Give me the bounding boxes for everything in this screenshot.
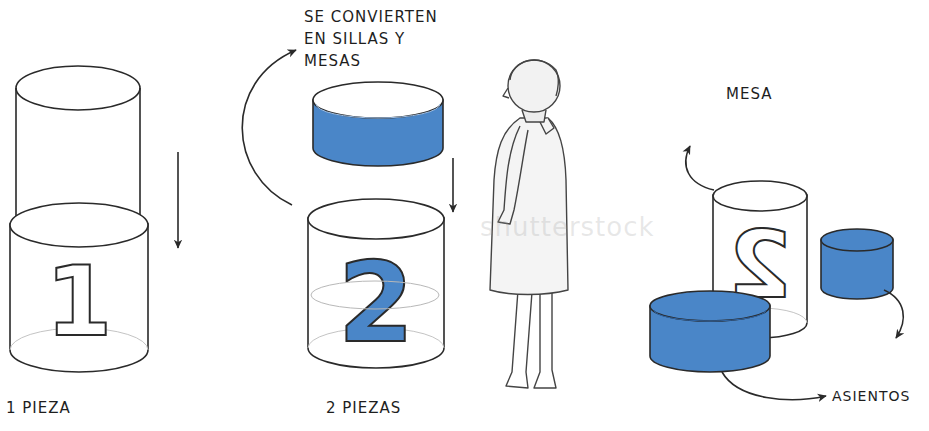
- watermark: shutterstock: [480, 212, 660, 242]
- annotation-label: 2 PIEZAS: [326, 398, 456, 418]
- piece-number: 1: [8, 254, 150, 350]
- leader-arrow: [722, 372, 826, 400]
- cylinder-piece: 1: [8, 202, 150, 374]
- seat-cylinder: [650, 291, 770, 372]
- annotation-label: MESA: [726, 84, 816, 104]
- leader-arrow: [686, 146, 714, 190]
- curved-arrow: [242, 50, 296, 205]
- leader-arrow: [884, 290, 903, 338]
- down-arrow: [452, 158, 454, 212]
- cylinder-piece: 2: [306, 198, 446, 370]
- down-arrow: [177, 152, 179, 248]
- seat-cylinder: [821, 229, 893, 299]
- inner-ring: [311, 281, 439, 309]
- annotation-label: SE CONVIERTEN EN SILLAS Y MESAS: [304, 6, 464, 72]
- piece-number: 2: [306, 248, 446, 358]
- annotation-label: ASIENTOS: [832, 386, 929, 406]
- annotation-label: 1 PIEZA: [6, 398, 136, 418]
- blue-lid-cylinder: [313, 82, 443, 166]
